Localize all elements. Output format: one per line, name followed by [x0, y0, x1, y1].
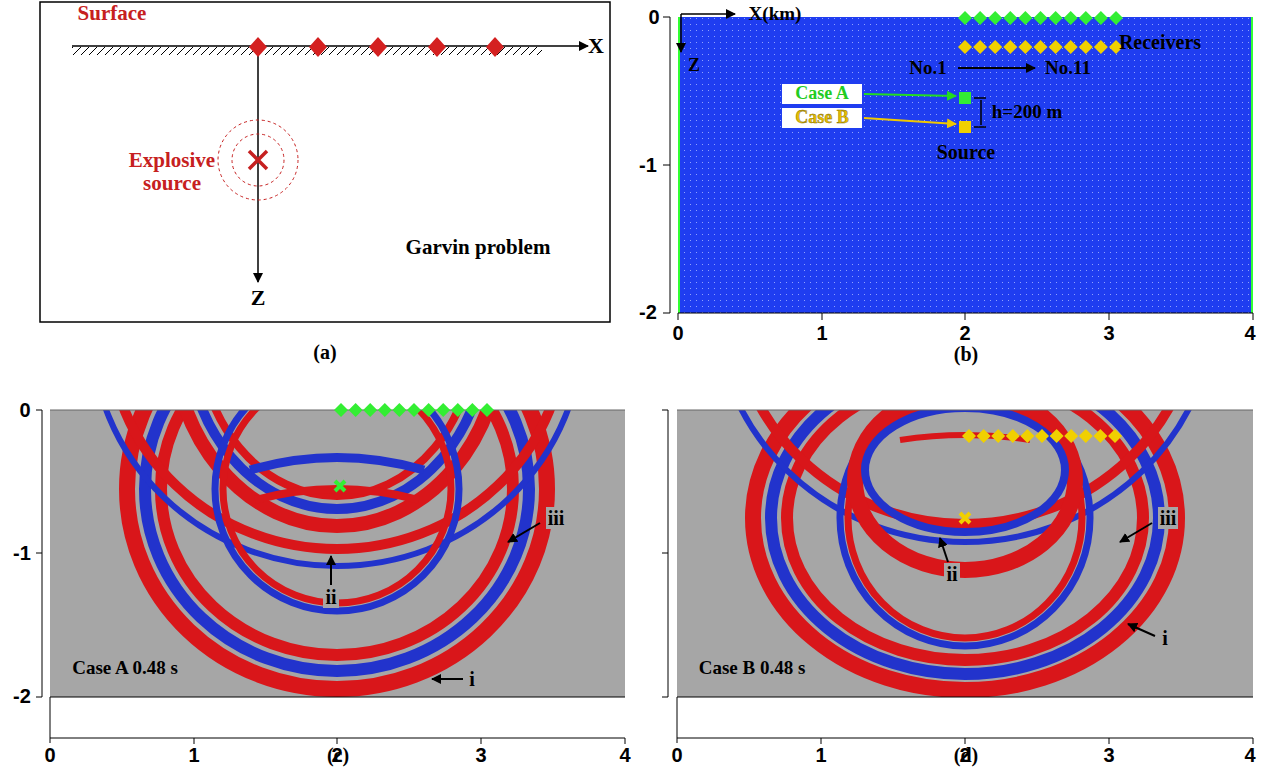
receiver-marker	[962, 429, 976, 443]
panel-b	[663, 11, 1253, 320]
panel-c	[36, 96, 625, 744]
panel-letter: (d)	[954, 744, 978, 766]
tick-label: -1	[13, 542, 31, 564]
receiver-marker	[1108, 429, 1122, 443]
wave-callout: iii	[1158, 507, 1179, 529]
tick-label: 0	[19, 399, 30, 421]
source-label: Source	[937, 141, 996, 163]
case-label: Case B	[795, 108, 849, 128]
receiver-marker	[451, 403, 465, 417]
panel-letter: (c)	[327, 744, 349, 766]
receiver-marker	[1094, 11, 1108, 25]
snapshot-label: Case A 0.48 s	[70, 658, 180, 679]
receiver-marker	[1018, 40, 1032, 54]
receiver-marker	[988, 40, 1002, 54]
receiver-label: Receivers	[1119, 31, 1201, 53]
receiver-marker	[436, 403, 450, 417]
tick-label: 3	[475, 744, 486, 766]
receiver-marker	[1006, 429, 1020, 443]
receiver-marker	[1079, 11, 1093, 25]
receiver-marker	[1050, 429, 1064, 443]
receiver-marker	[1018, 11, 1032, 25]
receiver-marker	[977, 429, 991, 443]
tick-label: 2	[959, 322, 970, 344]
receiver-marker	[988, 11, 1002, 25]
receiver-marker	[958, 40, 972, 54]
receiver-marker	[378, 403, 392, 417]
receiver-marker	[334, 403, 348, 417]
tick-label: 4	[1244, 744, 1255, 766]
receiver-marker	[480, 403, 494, 417]
axis-label: Z	[251, 286, 266, 310]
axis-label: X(km)	[749, 4, 802, 25]
receiver-marker	[465, 403, 479, 417]
case-label: Case A	[795, 84, 849, 104]
receiver-marker	[1079, 429, 1093, 443]
tick-label: 0	[671, 744, 682, 766]
tick-label: 4	[1244, 322, 1255, 344]
receiver-marker	[1035, 429, 1049, 443]
receiver-marker	[349, 403, 363, 417]
receiver-marker	[363, 403, 377, 417]
receiver-marker	[1064, 40, 1078, 54]
panel-letter: (b)	[954, 343, 978, 365]
tick-label: -2	[13, 685, 31, 707]
caption-text: Surface	[78, 2, 147, 25]
receiver-marker	[1020, 429, 1034, 443]
tick-label: 0	[648, 6, 659, 28]
receiver-marker	[973, 11, 987, 25]
panel-note: Garvin problem	[406, 236, 551, 259]
receiver-marker	[1079, 40, 1093, 54]
receiver-marker	[1064, 429, 1078, 443]
wave-callout: i	[467, 668, 477, 690]
tick-label: 0	[672, 322, 683, 344]
receiver-marker	[1049, 11, 1063, 25]
receiver-marker	[1049, 40, 1063, 54]
receiver-marker	[973, 40, 987, 54]
tick-label: 1	[815, 744, 826, 766]
receiver-marker	[1064, 11, 1078, 25]
receiver-number: No.1	[909, 58, 946, 79]
tick-label: 1	[188, 744, 199, 766]
wave-callout: i	[1160, 627, 1170, 649]
tick-label: -1	[639, 154, 657, 176]
receiver-marker	[1034, 11, 1048, 25]
receiver-marker	[958, 11, 972, 25]
tick-label: -2	[639, 301, 657, 323]
receiver-marker	[1109, 11, 1123, 25]
receiver-number: No.11	[1045, 58, 1091, 79]
receiver-marker	[1003, 11, 1017, 25]
dimension-label: h=200 m	[992, 102, 1062, 123]
receiver-marker	[422, 403, 436, 417]
tick-label: 3	[1103, 322, 1114, 344]
receiver-marker	[1003, 40, 1017, 54]
receiver-marker	[1094, 40, 1108, 54]
tick-label: 3	[1103, 744, 1114, 766]
source-label: Explosive source	[117, 149, 227, 195]
panel-letter: (a)	[313, 341, 336, 363]
receiver-marker	[392, 403, 406, 417]
tick-label: 4	[619, 744, 630, 766]
panel-d	[662, 62, 1253, 744]
tick-label: 0	[44, 744, 55, 766]
receiver-marker	[1093, 429, 1107, 443]
axis-label: Z	[688, 56, 700, 76]
receiver-marker	[1034, 40, 1048, 54]
wave-callout: iii	[546, 507, 567, 529]
wave-callout: ii	[323, 586, 338, 608]
tick-label: 1	[816, 322, 827, 344]
panel-a	[40, 2, 610, 322]
snapshot-label: Case B 0.48 s	[697, 658, 808, 679]
receiver-marker	[991, 429, 1005, 443]
receiver-marker	[407, 403, 421, 417]
axis-label: X	[588, 34, 604, 58]
wave-callout: ii	[944, 563, 959, 585]
